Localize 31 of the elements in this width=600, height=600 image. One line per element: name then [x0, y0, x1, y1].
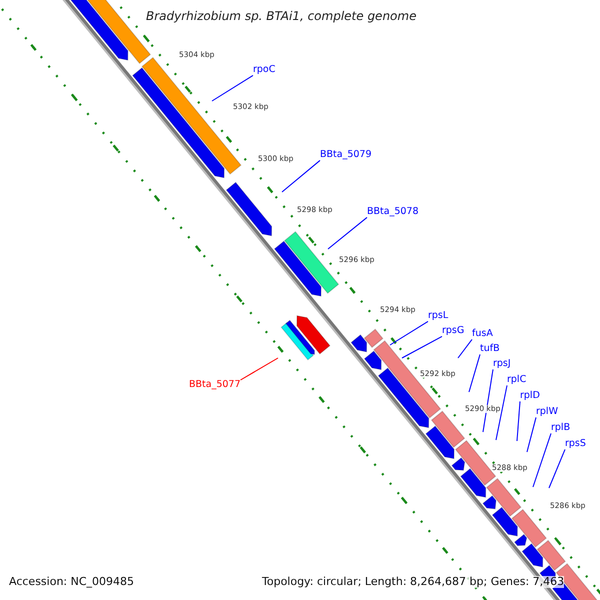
gene-label: BBta_5078 [367, 207, 419, 218]
leader-line [482, 368, 494, 432]
leader-line [526, 416, 536, 452]
leader-line [240, 358, 278, 380]
gene-label: rplW [536, 407, 558, 418]
gene-label: tufB [480, 344, 500, 354]
accession-text: Accession: NC_009485 [9, 576, 134, 588]
gene-label: BBta_5077 [189, 380, 241, 390]
gene-label: rpsL [428, 311, 448, 322]
title: Bradyrhizobium sp. BTAi1, complete genome [146, 10, 416, 24]
gene-label: rplC [507, 375, 526, 386]
gene-label: rpsS [565, 439, 586, 450]
leader-line [496, 384, 508, 440]
leader-line [282, 160, 320, 192]
leader-line [548, 448, 566, 488]
gene-label: BBta_5079 [320, 150, 372, 160]
gene-label: fusA [472, 329, 493, 340]
gene-label: rpsG [442, 326, 464, 336]
gene-label: rpsJ [493, 359, 511, 370]
gene-label: rpoC [253, 65, 276, 76]
leader-line [402, 336, 442, 358]
leader-line [532, 432, 552, 488]
leader-line [328, 216, 368, 250]
leader-line [516, 400, 520, 442]
gene-label: rplD [520, 391, 540, 402]
gene-label: rplB [551, 423, 570, 434]
leader-line [390, 320, 428, 346]
leader-line [468, 354, 480, 392]
leader-line [458, 338, 472, 358]
genome-stats-text: Topology: circular; Length: 8,264,687 bp; Genes: 7,463 [262, 576, 564, 588]
leader-line [212, 74, 254, 102]
